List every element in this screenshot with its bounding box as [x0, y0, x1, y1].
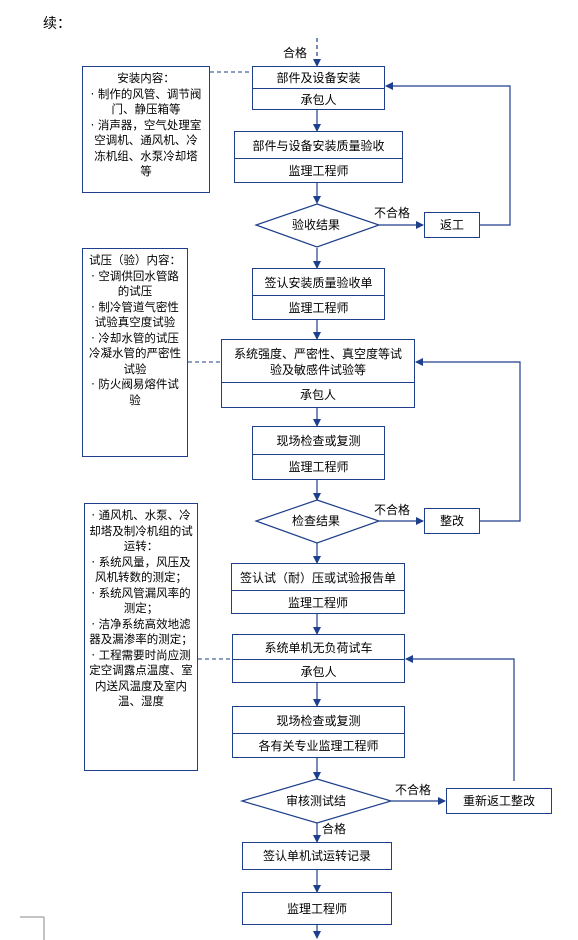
pressure-note-line: · 防火阀易熔件试验: [91, 377, 179, 407]
return-work-box: 返工: [424, 212, 480, 238]
install-acceptance-box: 部件与设备安装质量验收 监理工程师: [234, 131, 403, 183]
install-note-line: · 消声器，空气处理室空调机、通风机、冷冻机组、水泵冷却塔等: [90, 117, 202, 179]
rectify-box: 整改: [424, 508, 480, 534]
trial-run-note: · 通风机、水泵、冷却塔及制冷机组的试运转： · 系统风量，风压及风机转数的测定…: [84, 503, 198, 771]
inspect-2-title: 现场检查或复测: [276, 714, 361, 728]
install-note-line: 安装内容：: [117, 71, 175, 85]
inspect-1-title: 现场检查或复测: [276, 434, 361, 448]
sign-install-box: 签认安装质量验收单 监理工程师: [252, 268, 385, 320]
system-test-role: 承包人: [299, 388, 336, 402]
pressure-test-note: 试压（验）内容： · 空调供回水管路的试压 · 制冷管道气密性试验真空度试验 ·…: [82, 248, 188, 457]
install-acceptance-title: 部件与设备安装质量验收: [252, 139, 385, 153]
continued-label: 续：: [43, 16, 71, 32]
sign-test-report-role: 监理工程师: [287, 596, 348, 610]
trial-note-line: · 工程需要时尚应测定空调露点温度、室内送风温度及室内温、湿度: [89, 647, 193, 709]
fail-label-3: 不合格: [395, 783, 432, 797]
system-test-title-2: 验及敏感件试验等: [269, 363, 366, 377]
install-acceptance-role: 监理工程师: [288, 164, 349, 178]
trial-note-line: · 洁净系统高效地滤器及漏渗率的测定；: [89, 616, 193, 647]
decision-review-label: 审核测试结: [286, 794, 347, 808]
single-run-box: 系统单机无负荷试车 承包人: [232, 634, 405, 683]
sign-test-report-box: 签认试（耐）压或试验报告单 监理工程师: [231, 563, 405, 614]
redo-rectify-label: 重新返工整改: [462, 794, 535, 808]
pass-label-bottom: 合格: [322, 822, 347, 836]
decision-check-diamond: [254, 499, 381, 544]
install-role: 承包人: [300, 93, 337, 107]
trial-note-line: · 通风机、水泵、冷却塔及制冷机组的试运转：: [89, 508, 193, 553]
inspect-1-box: 现场检查或复测 监理工程师: [252, 426, 385, 480]
single-run-role: 承包人: [300, 665, 337, 679]
pressure-note-line: · 冷却水管的试压冷凝水管的严密性试验: [89, 330, 181, 376]
install-content-note: 安装内容： · 制作的风管、调节阀门、静压箱等 · 消声器，空气处理室空调机、通…: [82, 66, 210, 193]
decision-acceptance-label: 验收结果: [292, 218, 341, 232]
decision-review-diamond: [239, 778, 394, 824]
redo-rectify-box: 重新返工整改: [446, 788, 552, 814]
trial-note-line: · 系统风管漏风率的测定；: [91, 585, 191, 616]
system-test-title-1: 系统强度、严密性、真空度等试: [233, 347, 402, 361]
pressure-note-line: · 制冷管道气密性试验真空度试验: [91, 299, 179, 330]
sign-run-record-title: 签认单机试运转记录: [262, 849, 371, 863]
pressure-note-line: 试压（验）内容：: [89, 253, 181, 267]
final-supervisor-title: 监理工程师: [286, 902, 347, 916]
inspect-1-role: 监理工程师: [288, 460, 349, 474]
pass-label-top: 合格: [283, 46, 308, 60]
install-title: 部件及设备安装: [276, 71, 361, 85]
return-work-label: 返工: [439, 218, 464, 232]
inspect-2-role: 各有关专业监理工程师: [258, 739, 379, 753]
final-supervisor-box: 监理工程师: [242, 892, 392, 925]
sign-run-record-box: 签认单机试运转记录: [242, 842, 392, 870]
pressure-note-line: · 空调供回水管路的试压: [91, 268, 179, 299]
single-run-title: 系统单机无负荷试车: [264, 641, 373, 655]
fail-label-1: 不合格: [374, 206, 411, 220]
trial-note-line: · 系统风量，风压及风机转数的测定；: [91, 554, 191, 585]
rectify-label: 整改: [439, 514, 464, 528]
install-note-line: · 制作的风管、调节阀门、静压箱等: [90, 86, 202, 117]
sign-install-title: 签认安装质量验收单: [264, 276, 373, 290]
install-box: 部件及设备安装 承包人: [252, 66, 385, 110]
decision-check-label: 检查结果: [292, 514, 341, 528]
system-test-box: 系统强度、严密性、真空度等试 验及敏感件试验等 承包人: [221, 339, 415, 408]
fail-label-2: 不合格: [374, 503, 411, 517]
sign-install-role: 监理工程师: [288, 301, 349, 315]
sign-test-report-title: 签认试（耐）压或试验报告单: [239, 571, 396, 585]
inspect-2-box: 现场检查或复测 各有关专业监理工程师: [232, 706, 405, 758]
decision-acceptance-diamond: [254, 203, 381, 248]
